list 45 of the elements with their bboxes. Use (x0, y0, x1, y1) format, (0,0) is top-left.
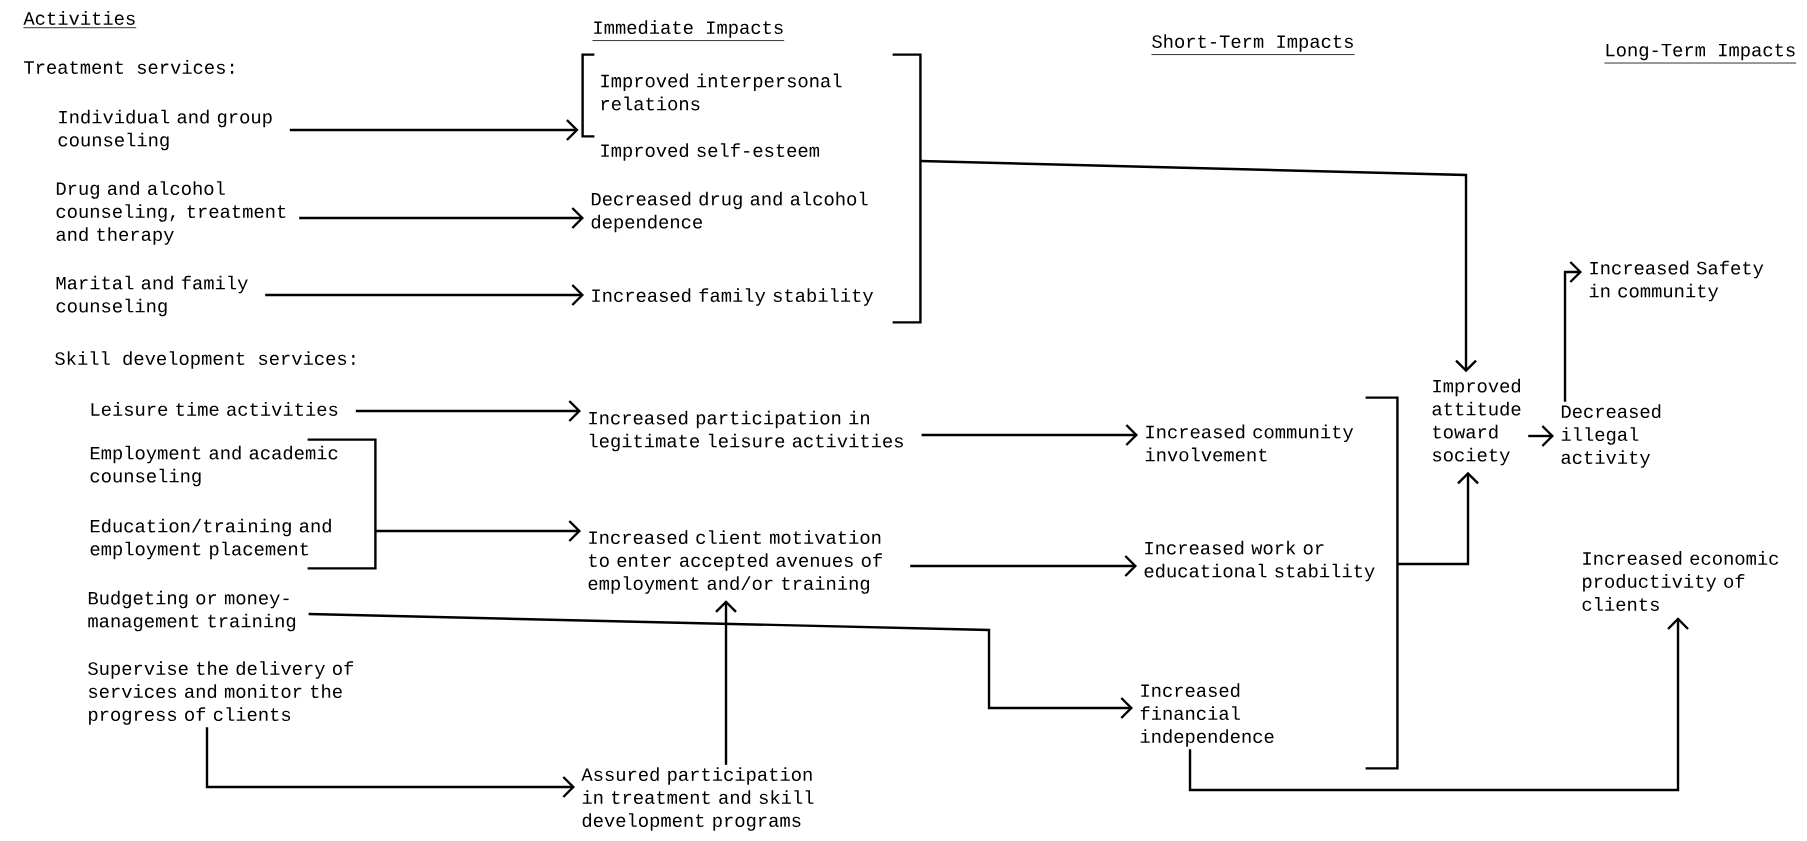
arrow (289, 119, 579, 141)
activity-text: Drug and alcohol counseling, treatment and therapy (56, 181, 286, 245)
impact-text: Increased Safety in community (1589, 260, 1764, 302)
arrow (355, 400, 581, 422)
arrow (205, 727, 575, 798)
arrow (308, 612, 1133, 719)
impact-text: Increased participation in legitimate leisure activities (589, 410, 903, 452)
impact-text: Improved interpersonal relations (601, 73, 842, 111)
impact-text: Increased community involvement (1145, 424, 1354, 462)
arrow (1397, 471, 1479, 566)
group-heading: Skill development services: (55, 351, 355, 369)
arrow (1188, 617, 1689, 792)
arrow (1563, 261, 1583, 402)
column-heading: Long-Term Impacts (1604, 43, 1797, 64)
activity-text: Budgeting or money-management training (88, 590, 296, 632)
impact-text: Increased family stability (592, 288, 874, 306)
activity-text: Marital and family counseling (56, 275, 248, 317)
activity-text: Supervise the delivery of services and monitor the progress of clients (88, 661, 354, 725)
activity-text: Leisure time activities (91, 402, 338, 416)
impact-text: Increased economic productivity of clients (1582, 551, 1779, 611)
arrow (910, 555, 1137, 577)
impact-text: Improved attitude toward society (1432, 378, 1521, 466)
arrow (1528, 425, 1555, 447)
arrow (265, 284, 584, 306)
group-heading: Treatment services: (24, 60, 234, 74)
impact-text: Improved self-esteem (601, 143, 820, 161)
column-heading: Activities (23, 11, 137, 29)
arrow (375, 520, 581, 542)
bracket (892, 53, 922, 324)
arrow (921, 424, 1138, 446)
impact-text: Decreased drug and alcohol dependence (591, 191, 868, 233)
bracket (581, 53, 595, 138)
impact-text: Increased work or educational stability (1144, 540, 1375, 582)
column-heading: Short-Term Impacts (1151, 34, 1355, 55)
arrow (715, 600, 737, 765)
impact-text: Decreased illegal activity (1561, 404, 1661, 468)
arrow (920, 159, 1477, 373)
column-heading: Immediate Impacts (592, 20, 785, 41)
activity-text: Employment and academic counseling (90, 445, 338, 487)
activity-text: Education/training and employment placement (90, 518, 331, 560)
activity-text: Individual and group counseling (58, 109, 272, 151)
impact-text: Increased client motivation to enter accepted avenues of employment and/or training (588, 530, 882, 594)
impact-text: Increased financial independence (1140, 683, 1274, 747)
impact-text: Assured participation in treatment and skill development programs (581, 767, 814, 831)
arrow (299, 207, 584, 229)
